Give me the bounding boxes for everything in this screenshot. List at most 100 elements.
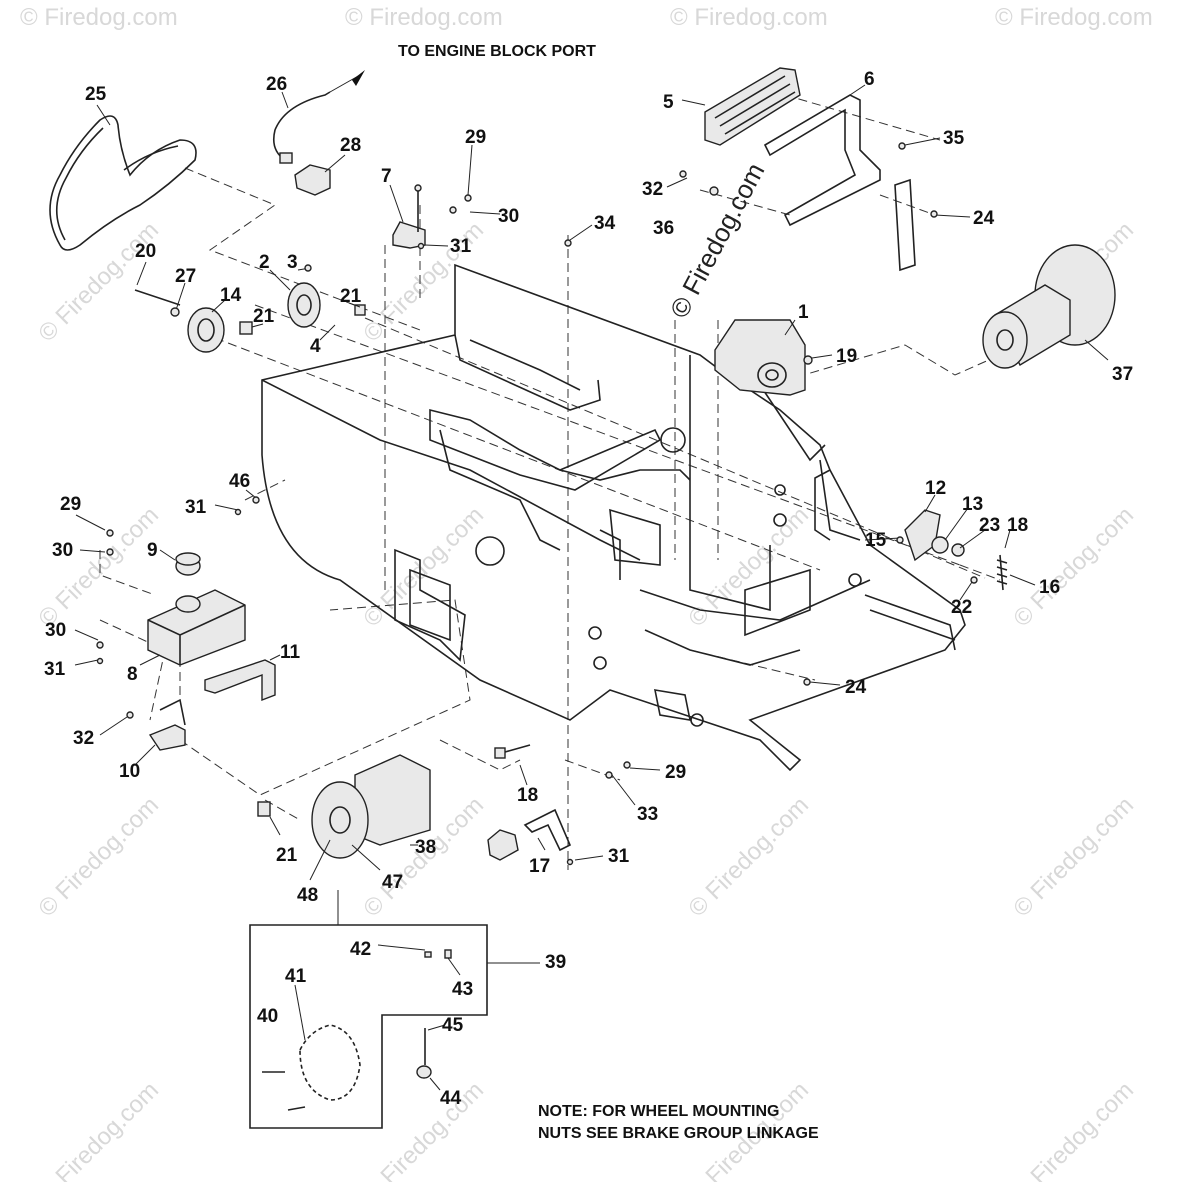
inset-box: [249, 890, 540, 1129]
callout-label: 31: [608, 846, 630, 867]
watermark: © Firedog.com: [683, 792, 814, 923]
bracket-17: [487, 808, 572, 861]
pulley-14: [134, 289, 225, 353]
belt: [49, 115, 197, 251]
callout-label: 30: [52, 540, 73, 561]
callout-label: 41: [285, 966, 307, 987]
wheel-motor-37: [982, 244, 1116, 369]
wheel-note: NOTE: FOR WHEEL MOUNTING NUTS SEE BRAKE …: [538, 1103, 819, 1142]
callout-label: 4: [310, 336, 321, 357]
callout-label: 39: [545, 952, 566, 973]
watermark: © Firedog.com: [33, 792, 164, 923]
callout-label: 21: [340, 286, 362, 307]
cap-9: [175, 552, 201, 576]
watermark: © Firedog.com: [358, 1077, 489, 1182]
callout-label: 35: [943, 128, 965, 149]
callout-label: 32: [73, 728, 94, 749]
callout-label: 10: [119, 761, 140, 782]
reservoir-8: [147, 589, 246, 666]
callout-label: 21: [276, 845, 298, 866]
watermark: © Firedog.com: [33, 217, 164, 348]
motor-38: [257, 754, 431, 859]
callout-label: 33: [637, 804, 658, 825]
bolt-18: [494, 744, 531, 759]
callout-label: 30: [45, 620, 66, 641]
callout-label: 22: [951, 597, 972, 618]
callout-label: 44: [440, 1088, 462, 1109]
callout-label: 13: [962, 494, 983, 515]
callout-label: 12: [925, 478, 946, 499]
callout-label: 20: [135, 241, 156, 262]
callout-label: 48: [297, 885, 318, 906]
watermark-layer: © Firedog.com © Firedog.com © Firedog.co…: [20, 4, 1153, 1182]
callout-label: 47: [382, 872, 403, 893]
idler-arm-12: [904, 509, 965, 562]
callout-label: 31: [44, 659, 66, 680]
callout-label: 42: [350, 939, 371, 960]
pulley-2: [239, 282, 366, 335]
note-line-2: NUTS SEE BRAKE GROUP LINKAGE: [538, 1125, 819, 1142]
callout-label: 30: [498, 206, 519, 227]
hydraulic-line: [272, 70, 365, 164]
callout-label: 6: [864, 69, 875, 90]
callout-label: 24: [973, 208, 995, 229]
callout-label: 18: [1007, 515, 1028, 536]
callout-label: 23: [979, 515, 1000, 536]
callout-label: 26: [266, 74, 287, 95]
callout-label: 2: [259, 252, 270, 273]
watermark: © Firedog.com: [345, 4, 503, 31]
callout-label: 19: [836, 346, 857, 367]
fitting-28: [294, 164, 331, 196]
callout-label: 21: [253, 306, 275, 327]
callout-label: 43: [452, 979, 473, 1000]
callout-label: 17: [529, 856, 550, 877]
callout-label: 29: [60, 494, 81, 515]
callout-label: 28: [340, 135, 361, 156]
bracket-11: [204, 659, 276, 702]
note-line-1: NOTE: FOR WHEEL MOUNTING: [538, 1103, 779, 1120]
callout-label: 32: [642, 179, 663, 200]
callout-label: 36: [653, 218, 674, 239]
callout-label: 24: [845, 677, 867, 698]
callout-label: 29: [465, 127, 486, 148]
spring-16: [996, 554, 1008, 591]
callout-label: 45: [442, 1015, 464, 1036]
engine-port-label: TO ENGINE BLOCK PORT: [398, 43, 596, 60]
main-frame: [261, 263, 966, 772]
callout-label: 1: [798, 302, 809, 323]
watermark: © Firedog.com: [358, 502, 489, 633]
callout-label: 40: [257, 1006, 278, 1027]
watermark: © Firedog.com: [670, 4, 828, 31]
callout-label: 18: [517, 785, 538, 806]
watermark: © Firedog.com: [33, 1077, 164, 1182]
watermark: © Firedog.com: [995, 4, 1153, 31]
callout-label: 11: [280, 642, 301, 663]
callout-label: 16: [1039, 577, 1060, 598]
hardware: [96, 142, 978, 866]
callout-label: 29: [665, 762, 686, 783]
bracket-10: [148, 698, 186, 751]
callout-label: 25: [85, 84, 107, 105]
bracket-6: [763, 94, 916, 272]
callout-label: 31: [185, 497, 207, 518]
watermark: © Firedog.com: [1008, 792, 1139, 923]
callout-label: 15: [865, 530, 887, 551]
callout-label: 37: [1112, 364, 1133, 385]
callout-label: 5: [663, 92, 674, 113]
watermark-main: © Firedog.com: [664, 158, 771, 323]
pump-1: [714, 319, 806, 396]
callout-label: 34: [594, 213, 616, 234]
callout-label: 27: [175, 266, 196, 287]
callout-label: 9: [147, 540, 158, 561]
callout-label: 46: [229, 471, 250, 492]
leader-lines: [74, 84, 1109, 881]
oil-cooler-5: [704, 67, 801, 146]
watermark: © Firedog.com: [20, 4, 178, 31]
callout-label: 3: [287, 252, 298, 273]
watermark: © Firedog.com: [1008, 1077, 1139, 1182]
callout-label: 7: [381, 166, 392, 187]
callout-label: 38: [415, 837, 436, 858]
callout-label: 14: [220, 285, 242, 306]
callout-labels: 25 26 28 7 29 30 31 34 5 6 35 32 36 24 2…: [44, 69, 1133, 1109]
